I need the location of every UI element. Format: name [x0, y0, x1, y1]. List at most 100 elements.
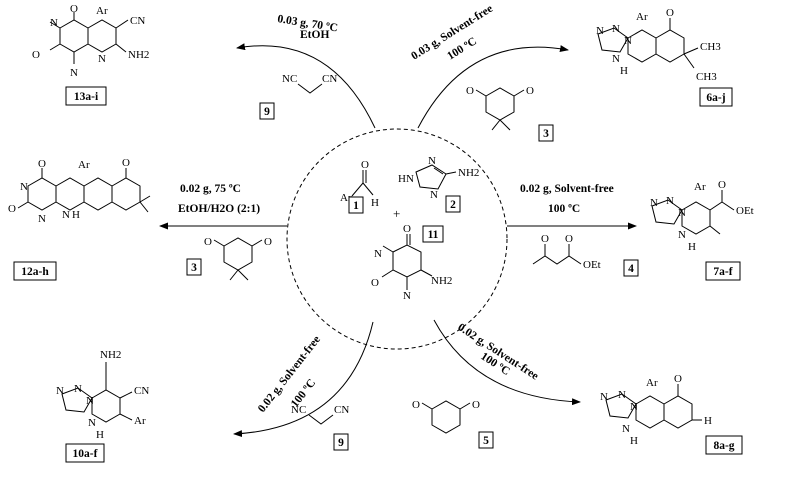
compound-label: 3	[191, 262, 197, 274]
atom: N	[618, 389, 626, 401]
atom: NH2	[128, 49, 149, 61]
side-reagent-top-left: NC CN 9	[259, 73, 337, 120]
side-reagent-right: O O OEt 4	[532, 233, 639, 277]
atom: Ar	[134, 415, 146, 427]
label-box	[538, 124, 554, 142]
atom: Ar	[694, 181, 706, 193]
atom: N	[98, 53, 106, 65]
atom: O	[666, 7, 674, 19]
atom: H	[398, 173, 406, 185]
side-reagent-left: O O 3	[186, 236, 272, 281]
atom: Ar	[646, 377, 658, 389]
product-label: 8a-g	[713, 440, 734, 452]
atom: H	[620, 65, 628, 77]
atom: O	[718, 179, 726, 191]
atom: O	[8, 203, 16, 215]
label-box	[13, 261, 57, 281]
atom: N	[374, 248, 382, 260]
atom: O	[204, 236, 212, 248]
atom: Ar	[78, 159, 90, 171]
atom: Ar	[96, 5, 108, 17]
side-reagent-top-right: O O 3	[466, 85, 554, 142]
side-reagent-bottom-right: O O 5	[412, 399, 494, 449]
atom: N	[406, 173, 414, 185]
atom: O	[526, 85, 534, 97]
reagent-1-aldehyde: Ar O H 1	[340, 159, 379, 214]
product-label: 13a-i	[74, 91, 99, 103]
label-box	[348, 196, 364, 214]
atom: NH2	[431, 275, 452, 287]
compound-label: 9	[338, 437, 344, 449]
atom: N	[678, 229, 686, 241]
conditions-right-line1: 0.02 g, Solvent-free	[520, 183, 614, 195]
atom: N	[403, 290, 411, 302]
label-box	[478, 431, 494, 449]
label-box	[705, 261, 741, 281]
atom: N	[612, 23, 620, 35]
reagent-2-aminotriazole: H N N N NH2 2	[398, 155, 479, 213]
atom: O	[403, 223, 411, 235]
side-reagent-bottom-left: NC CN 9	[291, 404, 349, 451]
atom: H	[371, 197, 379, 209]
product-label: 7a-f	[713, 266, 732, 278]
label-box	[333, 433, 349, 451]
atom: CH3	[696, 71, 717, 83]
conditions-top-left-line2: EtOH	[300, 29, 329, 41]
product-8a-g: Ar O N N N N H H 8a-g	[600, 373, 743, 455]
label-box	[699, 87, 733, 107]
plus-sign: +	[393, 206, 400, 221]
atom: N	[20, 181, 28, 193]
atom: CN	[334, 404, 349, 416]
product-label: 10a-f	[73, 448, 98, 460]
conditions-left-line1: 0.02 g, 75 ºC	[180, 183, 241, 195]
atom: CH3	[700, 41, 721, 53]
product-10a-f: NH2 CN N N N Ar N H 10a-f	[56, 349, 149, 463]
atom: N	[650, 197, 658, 209]
atom: N	[624, 35, 632, 47]
conditions-bottom-right-line1: 0.02 g, Solvent-free	[455, 321, 540, 382]
product-6a-j: Ar O N N N N H CH3 CH3 6a-j	[596, 7, 733, 107]
atom: Ar	[340, 192, 352, 204]
atom: N	[600, 391, 608, 403]
atom: N	[666, 195, 674, 207]
compound-label: 1	[353, 200, 359, 212]
atom: H	[704, 415, 712, 427]
atom: O	[264, 236, 272, 248]
product-label: 12a-h	[21, 266, 49, 278]
atom: N	[70, 67, 78, 79]
atom: O	[565, 233, 573, 245]
atom: N	[62, 209, 70, 221]
label-box	[422, 225, 444, 243]
arrow-top-right	[417, 45, 569, 129]
atom: CN	[130, 15, 145, 27]
label-box	[65, 86, 107, 106]
atom: CN	[134, 385, 149, 397]
atom: CN	[322, 73, 337, 85]
label-box	[186, 258, 202, 276]
arrow-top-left	[236, 43, 376, 129]
conditions-left-line2: EtOH/H2O (2:1)	[178, 203, 260, 215]
atom: H	[630, 435, 638, 447]
atom: O	[541, 233, 549, 245]
atom: O	[38, 158, 46, 170]
label-box	[623, 259, 639, 277]
atom: N	[88, 417, 96, 429]
product-7a-f: Ar O OEt N N N N H 7a-f	[650, 179, 754, 281]
atom: N	[596, 25, 604, 37]
atom: O	[32, 49, 40, 61]
product-12a-h: O Ar O N O N N H 12a-h	[8, 157, 151, 281]
atom: N	[622, 423, 630, 435]
atom: NC	[291, 404, 306, 416]
atom: N	[428, 155, 436, 167]
atom: OEt	[583, 259, 601, 271]
label-box	[65, 443, 105, 463]
atom: Ar	[636, 11, 648, 23]
label-box	[445, 195, 461, 213]
atom: N	[86, 395, 94, 407]
atom: O	[412, 399, 420, 411]
conditions-right-line2: 100 ºC	[548, 203, 580, 215]
atom: O	[674, 373, 682, 385]
atom: N	[630, 401, 638, 413]
atom: O	[122, 157, 130, 169]
atom: N	[74, 383, 82, 395]
